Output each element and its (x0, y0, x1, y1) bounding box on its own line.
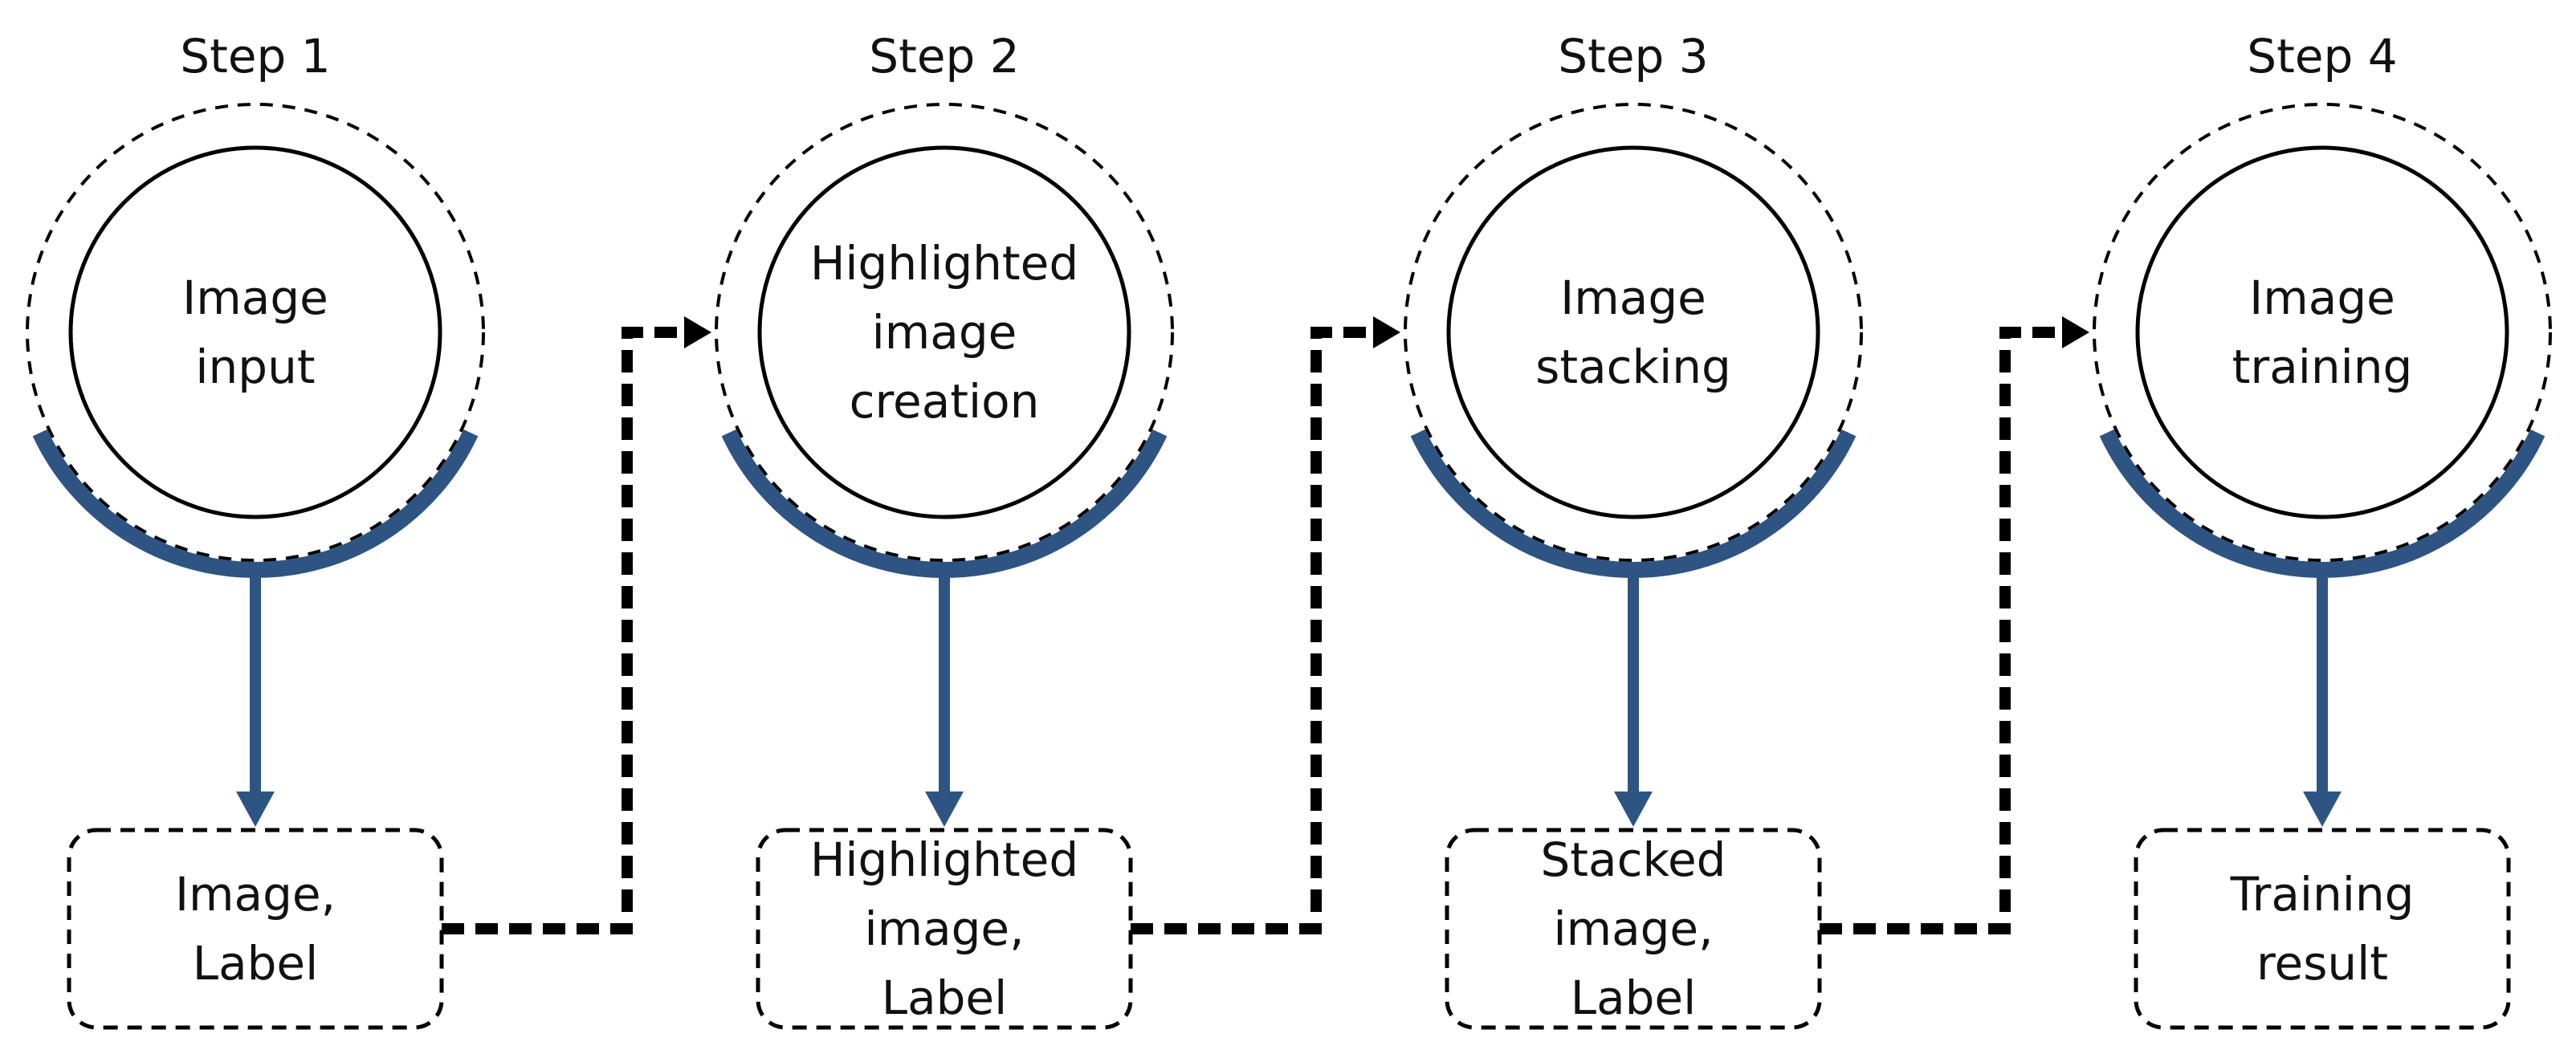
step-1-output-label-line-1: Image, (175, 867, 336, 922)
connector-2-arrow-head (1373, 316, 1400, 348)
step-2-output-box (756, 828, 1133, 1030)
step-4-output-label-line-2: result (2256, 936, 2388, 991)
step-3-dashed-ring (1404, 103, 1863, 562)
step-2-dashed-ring (715, 103, 1174, 562)
connector-1-to-2 (442, 327, 689, 934)
step-2-circle-label-line-1: Highlighted (810, 236, 1078, 291)
step-2-output-label-line-2: image, (864, 901, 1024, 956)
step-2-title: Step 2 (869, 29, 1019, 83)
step-2-circle (757, 145, 1131, 519)
step-3-circle (1446, 145, 1820, 519)
step-2-circle-label-line-2: image (872, 305, 1017, 360)
connector-3-to-4 (1820, 327, 2067, 934)
step-3-circle-label-line-2: stacking (1535, 340, 1731, 394)
step-4-circle (2135, 145, 2509, 519)
step-3-circle-label-line-1: Image (1560, 271, 1706, 325)
step-4-title: Step 4 (2247, 29, 2397, 83)
step-2-output-label-line-3: Label (882, 971, 1007, 1025)
step-2-output-label-line-1: Highlighted (810, 832, 1078, 887)
step-1-dashed-ring (26, 103, 485, 562)
step-1-output-label-line-2: Label (193, 936, 318, 991)
step-4-circle-label-line-2: training (2232, 340, 2413, 394)
step-1-accent-arc (32, 429, 479, 578)
connector-3-arrow-head (2062, 316, 2089, 348)
step-4-output-label-line-1: Training (2230, 867, 2415, 922)
step-3-output-label-line-1: Stacked (1540, 832, 1726, 887)
connector-1-arrow-head (684, 316, 711, 348)
step-3-down-arrow-head (1614, 792, 1653, 827)
step-4-circle-label-line-1: Image (2249, 271, 2395, 325)
step-1-circle (68, 145, 442, 519)
step-3-title: Step 3 (1558, 29, 1708, 83)
step-4-down-arrow-head (2303, 792, 2342, 827)
connector-layer (442, 316, 2089, 934)
step-2-down-arrow-head (925, 792, 964, 827)
step-3-accent-arc (1410, 429, 1857, 578)
step-2-accent-arc (721, 429, 1168, 578)
step-3-output-label-line-3: Label (1571, 971, 1696, 1025)
step-4-accent-arc (2099, 429, 2545, 578)
step-2-group: Step 2HighlightedimagecreationHighlighte… (715, 29, 1174, 1030)
step-1-down-arrow-head (236, 792, 275, 827)
step-1-title: Step 1 (180, 29, 330, 83)
step-4-dashed-ring (2093, 103, 2552, 562)
step-1-circle-label-line-2: input (195, 340, 315, 394)
step-2-circle-label-line-3: creation (850, 374, 1040, 429)
step-1-circle-label-line-1: Image (182, 271, 328, 325)
step-4-output-box (2134, 828, 2511, 1030)
step-3-output-label-line-2: image, (1553, 901, 1713, 956)
step-3-output-box (1445, 828, 1822, 1030)
connector-2-to-3 (1131, 327, 1378, 934)
step-1-output-box (67, 828, 444, 1030)
